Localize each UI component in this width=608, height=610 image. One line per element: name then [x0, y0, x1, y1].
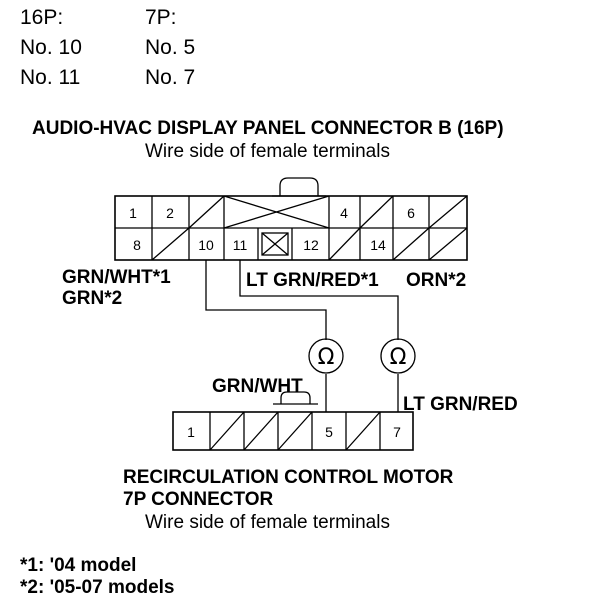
pin-8: 8	[133, 237, 141, 253]
empty-cavity-bottom-2	[151, 227, 190, 261]
ohmmeter-1-icon	[308, 338, 344, 374]
wire-label-grn-2: GRN*2	[62, 288, 123, 309]
pin-6: 6	[407, 205, 415, 221]
empty-cavity-top-5	[359, 195, 394, 229]
wire-label-orn-2: ORN*2	[406, 270, 467, 291]
table-cell-16p-2: No. 11	[20, 66, 81, 89]
connector-b-title: AUDIO-HVAC DISPLAY PANEL CONNECTOR B (16…	[32, 118, 504, 139]
connector-7p-subtitle: Wire side of female terminals	[145, 512, 390, 533]
wire-label-grn-wht-1: GRN/WHT*1	[62, 267, 171, 288]
connector-b-subtitle: Wire side of female terminals	[145, 141, 390, 162]
ohmmeter-2-icon	[380, 338, 416, 374]
blank-x-2	[223, 195, 330, 229]
connector-7p-latch	[280, 391, 311, 404]
pin-7p-5: 5	[325, 424, 333, 440]
connector-7p-body	[172, 411, 414, 451]
empty-cavity-bottom-9	[392, 227, 430, 261]
wire-label-lt-grn-red-1: LT GRN/RED*1	[246, 270, 379, 291]
pin-14: 14	[370, 237, 386, 253]
table-header-7p: 7P:	[145, 6, 177, 29]
ohm-symbol-2: Ω	[390, 345, 407, 370]
connector-b-latch	[279, 177, 319, 196]
empty-cavity-bottom-10	[428, 227, 468, 261]
pin-4: 4	[340, 205, 348, 221]
wire-pin10	[205, 260, 327, 340]
table-cell-7p-2: No. 7	[145, 66, 196, 89]
pin-12: 12	[303, 237, 319, 253]
wire-label-lt-grn-red: LT GRN/RED	[403, 394, 518, 415]
pin-11: 11	[233, 237, 248, 253]
pin-7p-7: 7	[393, 424, 401, 440]
connector-7p-title-line2: 7P CONNECTOR	[123, 489, 274, 510]
connector-7p-title-line1: RECIRCULATION CONTROL MOTOR	[123, 467, 454, 488]
plugged-cavity	[261, 232, 289, 256]
footnote-1: *1: '04 model	[20, 555, 137, 576]
table-cell-7p-1: No. 5	[145, 36, 196, 59]
wire-label-grn-wht: GRN/WHT	[212, 376, 303, 397]
pin-10: 10	[198, 237, 214, 253]
empty-cavity-bottom-7	[328, 227, 361, 261]
pin-2: 2	[166, 205, 174, 221]
pin-1: 1	[129, 205, 137, 221]
ohm-symbol-1: Ω	[318, 345, 335, 370]
footnote-2: *2: '05-07 models	[20, 577, 175, 598]
empty-cavity-top-7	[428, 195, 468, 229]
empty-cavity-top-3	[188, 195, 225, 229]
table-header-16p: 16P:	[20, 6, 64, 29]
table-cell-16p-1: No. 10	[20, 36, 82, 59]
pin-7p-1: 1	[187, 424, 195, 440]
wire-pin11	[239, 260, 399, 340]
